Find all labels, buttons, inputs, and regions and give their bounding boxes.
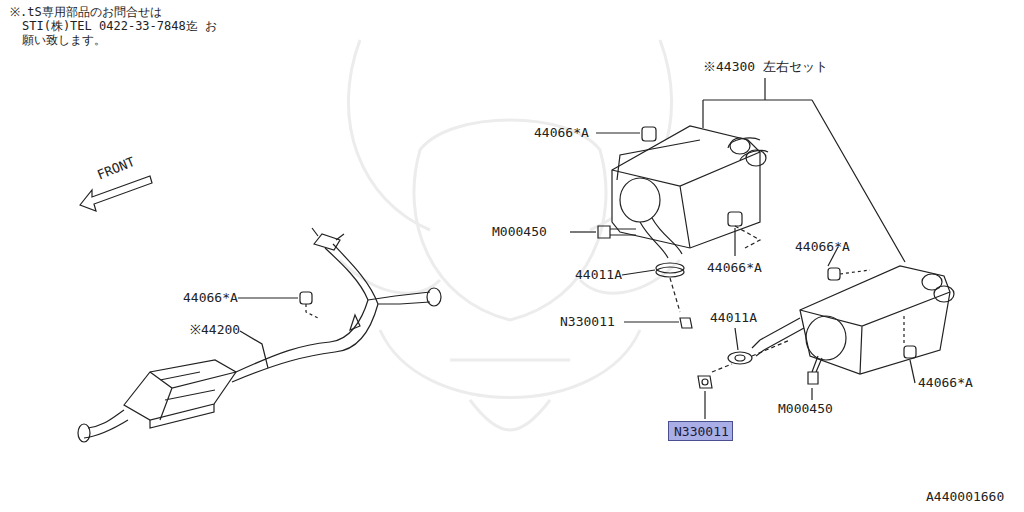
part-number: N330011 xyxy=(560,314,615,330)
line-art xyxy=(78,78,954,442)
highlight-box: N330011 xyxy=(668,421,733,441)
front-arrow xyxy=(80,176,152,211)
diagram-id: A440001660 xyxy=(926,489,1004,505)
note-text: ※.tS専用部品のお問合せは STI(株)TEL 0422-33-7848迄 お… xyxy=(10,6,218,47)
part-number: M000450 xyxy=(492,224,547,240)
part-number: 44066*A xyxy=(707,260,762,276)
watermark xyxy=(340,40,680,430)
part-number: ※44300 左右セット xyxy=(703,59,828,75)
part-number: M000450 xyxy=(778,401,833,417)
part-number: 44066*A xyxy=(534,125,589,141)
part-number: 44011A xyxy=(710,310,757,326)
part-number: 44066*A xyxy=(918,375,973,391)
part-number: 44066*A xyxy=(183,290,238,306)
direction-label: FRONT xyxy=(95,154,137,183)
part-number: ※44200 xyxy=(190,322,240,338)
part-number: 44066*A xyxy=(795,239,850,255)
part-number: N330011 xyxy=(674,424,727,440)
part-number: 44011A xyxy=(575,267,622,283)
